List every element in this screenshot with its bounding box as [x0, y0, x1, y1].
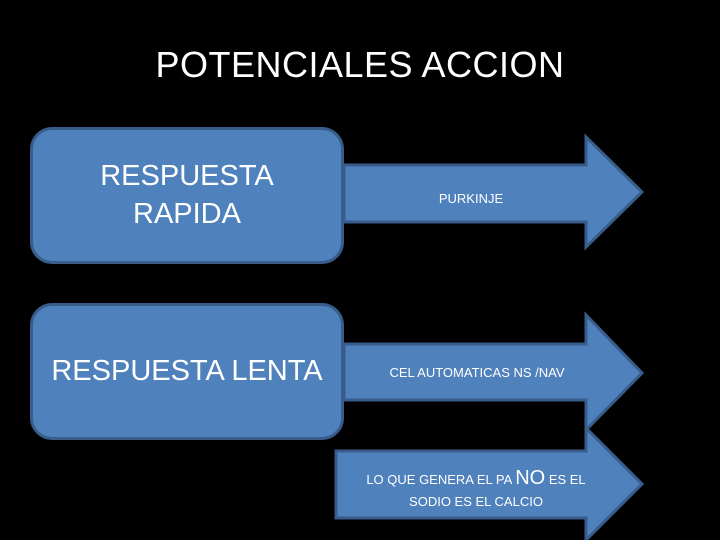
note-label-line2: SODIO ES EL CALCIO [409, 494, 543, 509]
note-label-after: ES EL [548, 472, 586, 487]
note-label: LO QUE GENERA EL PA NO ES EL SODIO ES EL… [336, 467, 616, 513]
fast-response-label: RESPUESTA RAPIDA [100, 159, 274, 230]
note-arrow [334, 424, 645, 540]
purkinje-label: PURKINJE [438, 191, 504, 206]
fast-response-box: RESPUESTA RAPIDA [30, 127, 344, 264]
note-label-before: LO QUE GENERA EL PA [366, 472, 512, 487]
slow-response-label: RESPUESTA LENTA [51, 354, 323, 387]
purkinje-arrow [342, 133, 645, 251]
automatic-cells-label: CEL AUTOMATICAS NS /NAV [389, 365, 565, 380]
slide-title: POTENCIALES ACCION [155, 44, 565, 85]
automatic-cells-arrow [342, 311, 645, 434]
slow-response-box: RESPUESTA LENTA [30, 303, 344, 440]
note-label-emphasis: NO [515, 467, 546, 489]
